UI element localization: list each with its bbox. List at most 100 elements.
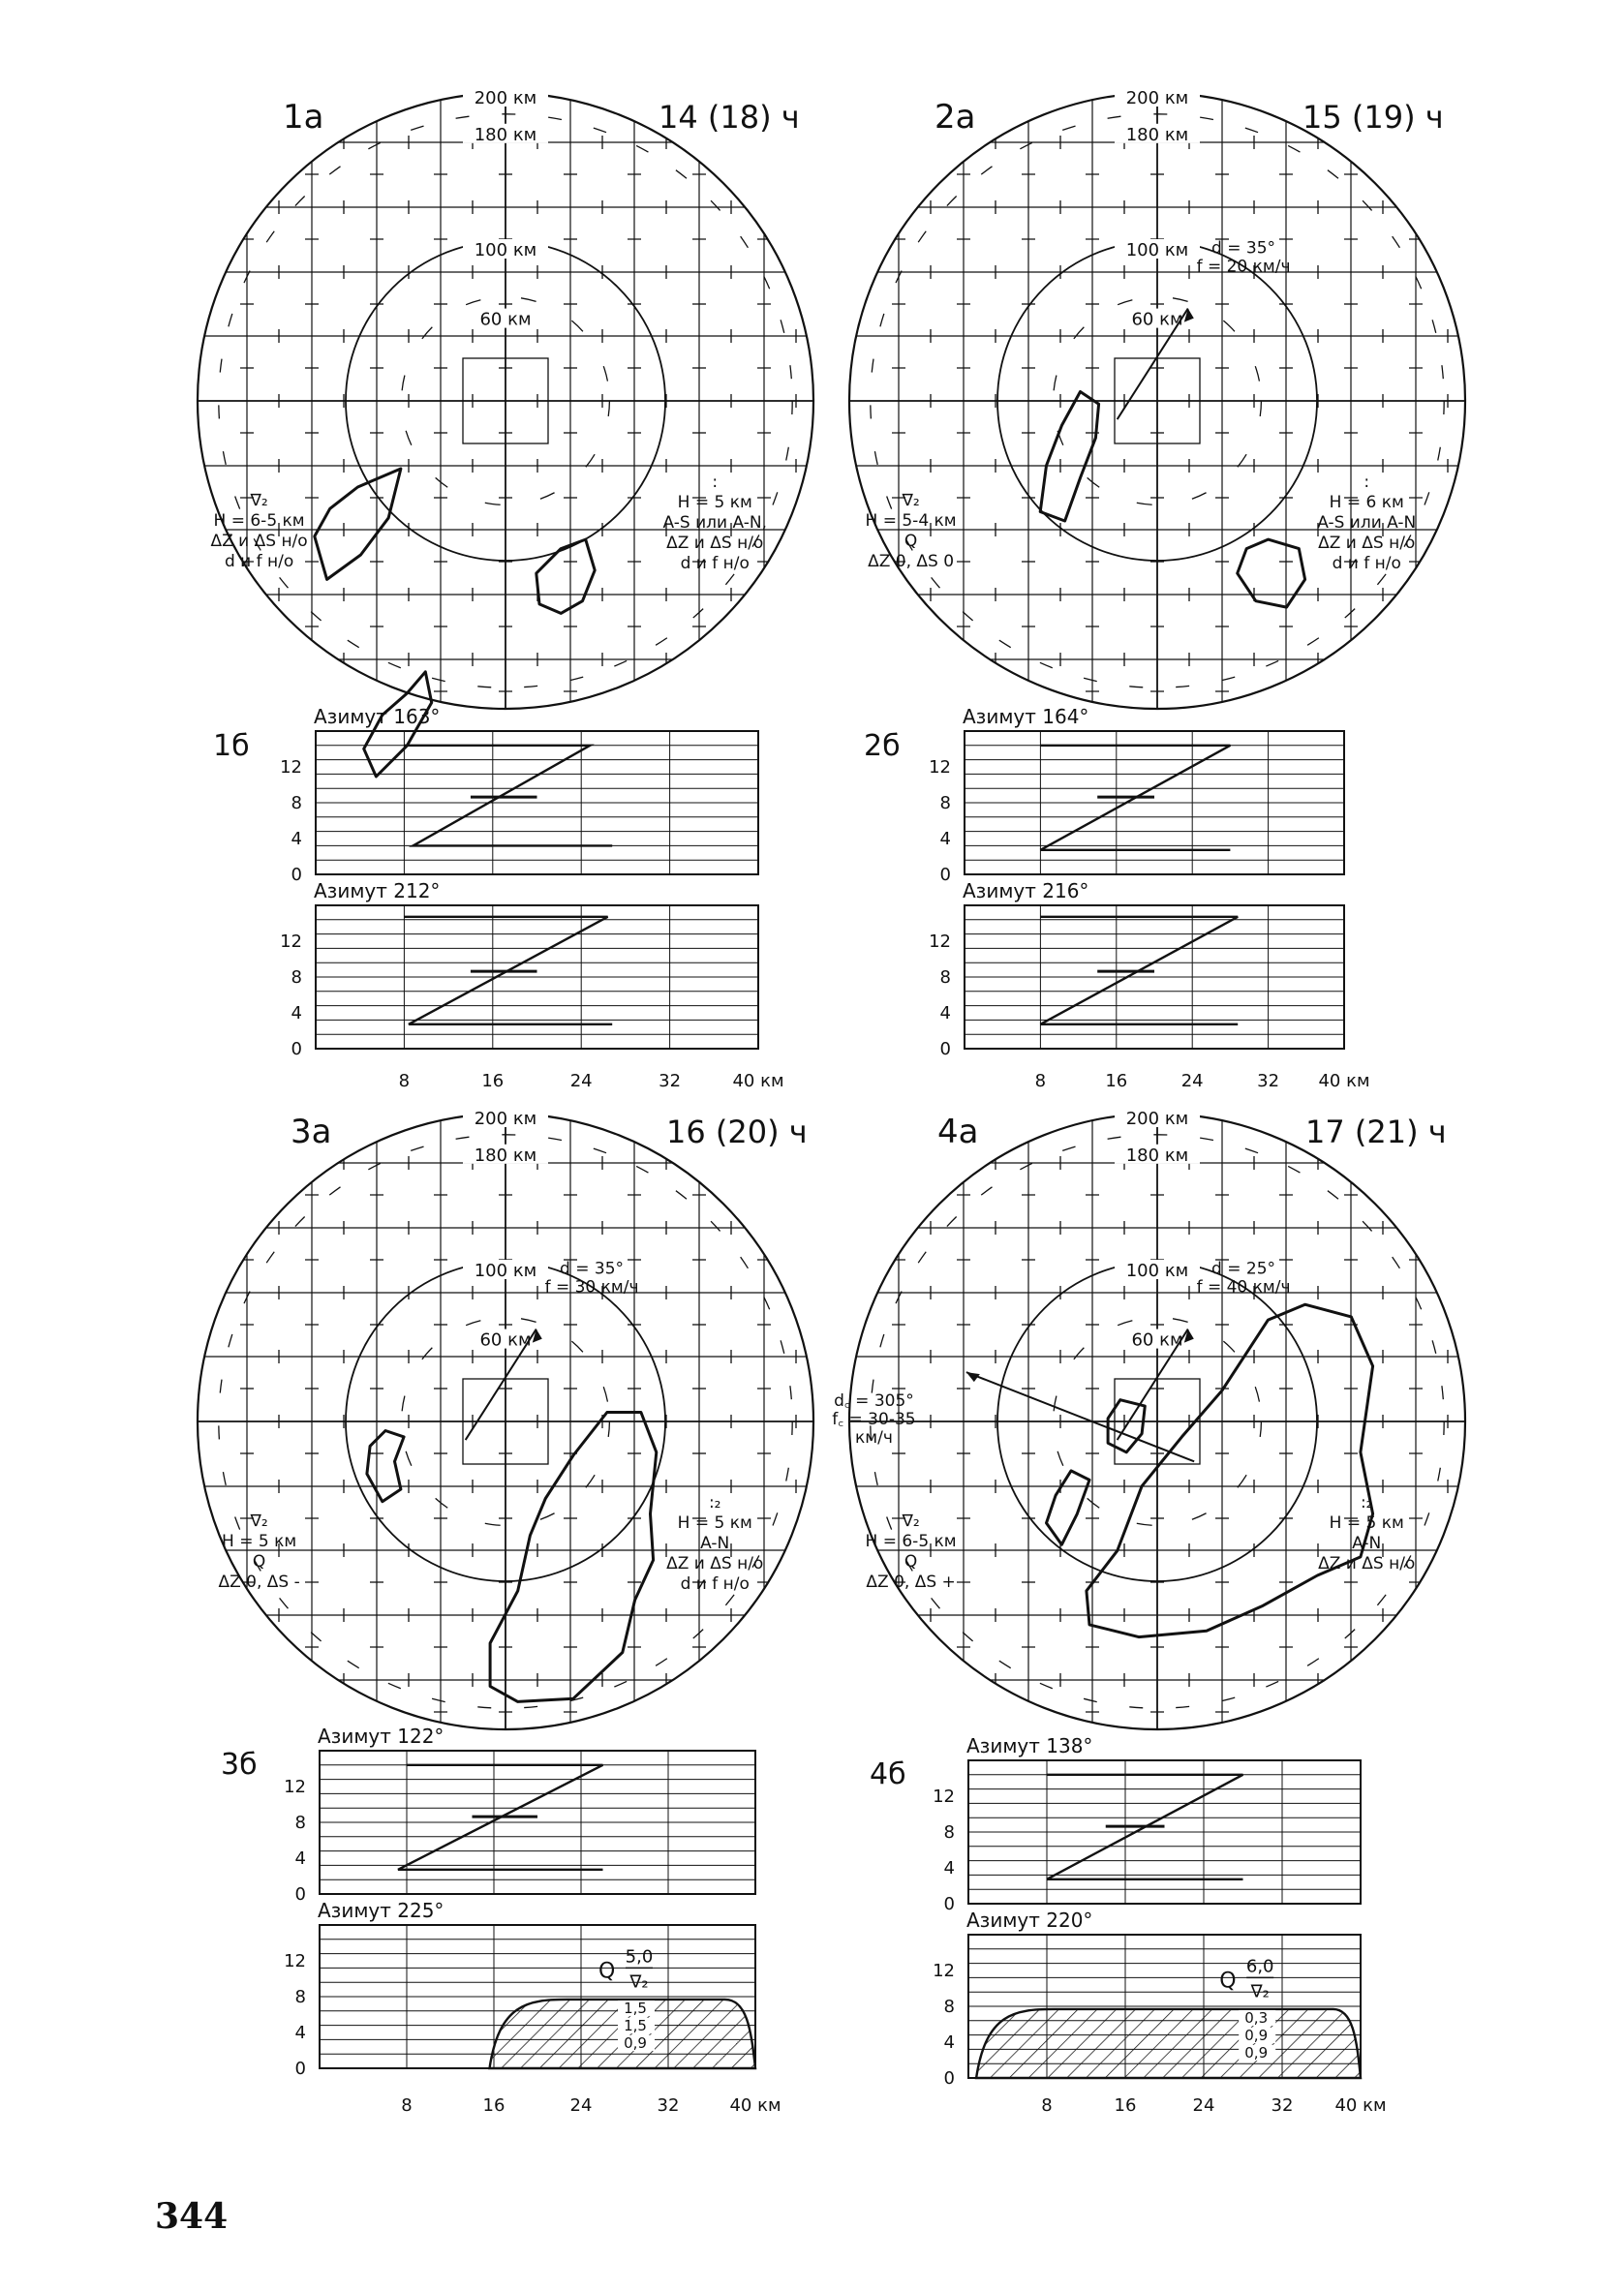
motion-vector xyxy=(1116,1329,1189,1441)
section-label-4: 4б xyxy=(870,1757,906,1791)
echo-contour xyxy=(365,1429,406,1504)
annotation: ΔZ и ΔS н/о xyxy=(210,532,307,551)
small-value: 0,9 xyxy=(624,2034,647,2052)
fraction-numerator: 6,0 xyxy=(1246,1956,1274,1976)
y-tick-label: 8 xyxy=(291,793,302,813)
x-tick-label: 24 xyxy=(1181,1071,1204,1091)
annotation: ΔZ и ΔS н/о xyxy=(666,1554,763,1573)
small-value: 0,9 xyxy=(1244,2027,1268,2044)
ring-label: 100 км xyxy=(1126,240,1189,260)
small-value-bg xyxy=(1239,2027,1276,2043)
echo-contour xyxy=(1236,537,1307,609)
annotation: A-S или A-N xyxy=(1317,513,1416,533)
annotation: d = 35° xyxy=(560,1259,624,1278)
y-tick-label: 0 xyxy=(295,2059,306,2079)
y-tick-label: 4 xyxy=(940,829,951,849)
annotation: H = 5 км xyxy=(222,1532,296,1551)
x-tick-label: 24 xyxy=(570,1071,593,1091)
annotation: ∇₂ xyxy=(250,491,268,510)
annotation: f꜀ = 30-35 xyxy=(832,1410,915,1429)
annotation: Q xyxy=(904,1552,917,1572)
fraction-prefix: Q xyxy=(1219,1969,1236,1993)
azimuth-label: Азимут 212° xyxy=(314,879,440,902)
azimuth-label: Азимут 138° xyxy=(966,1734,1092,1757)
annotation: f = 30 км/ч xyxy=(545,1277,639,1297)
annotation: : xyxy=(1364,473,1369,492)
y-tick-label: 8 xyxy=(944,1997,955,2017)
scope-label-3: 3а xyxy=(291,1113,331,1151)
annotation: ΔZ 0, ΔS - xyxy=(218,1573,299,1592)
fraction-denominator: ∇₂ xyxy=(628,1971,648,1992)
x-tick-label: 8 xyxy=(401,2095,412,2116)
annotation: H = 6-5 км xyxy=(866,1532,957,1551)
azimuth-label: Азимут 164° xyxy=(963,705,1088,728)
scope-grid xyxy=(849,93,1465,709)
annotation: : xyxy=(712,473,718,492)
y-tick-label: 8 xyxy=(295,1813,306,1833)
echo-contour xyxy=(1085,1302,1375,1639)
x-tick-label: 8 xyxy=(1041,2095,1052,2116)
ring-label-bg xyxy=(1115,1108,1200,1127)
y-tick-label: 4 xyxy=(944,1858,955,1879)
small-value: 1,5 xyxy=(624,2017,647,2034)
x-tick-label: 40 км xyxy=(732,1071,783,1091)
echo-contour xyxy=(1045,1469,1091,1546)
annotation: км/ч xyxy=(855,1428,893,1448)
annotation: ΔZ 0, ΔS + xyxy=(866,1573,955,1592)
ring-label: 180 км xyxy=(1126,1146,1189,1166)
fraction-denominator: ∇₂ xyxy=(1250,1981,1270,2001)
ring-label: 180 км xyxy=(475,125,537,145)
annotation: H = 5-4 км xyxy=(866,511,957,531)
annotation: H = 5 км xyxy=(1330,1513,1404,1533)
ring-label-bg xyxy=(463,123,548,143)
annotation: ΔZ и ΔS н/о xyxy=(1318,1554,1415,1573)
ring-label-bg xyxy=(1115,1144,1200,1164)
ring-label: 180 км xyxy=(475,1146,537,1166)
annotation: A-S или A-N, xyxy=(663,513,767,533)
scope-grid xyxy=(198,93,813,709)
scope-label-1: 1а xyxy=(283,98,323,137)
ring-label: 200 км xyxy=(1126,88,1189,108)
annotation: H = 5 км xyxy=(678,493,752,512)
ring-label: 200 км xyxy=(1126,1109,1189,1129)
azimuth-label: Азимут 122° xyxy=(318,1725,444,1748)
y-tick-label: 0 xyxy=(291,1039,302,1059)
scope-label-2: 2а xyxy=(935,98,975,137)
annotation: Q xyxy=(253,1552,265,1572)
y-tick-label: 8 xyxy=(944,1822,955,1843)
x-tick-label: 16 xyxy=(483,2095,506,2116)
annotation: f = 40 км/ч xyxy=(1197,1277,1291,1297)
y-tick-label: 0 xyxy=(291,865,302,885)
small-value-bg xyxy=(1239,2044,1276,2061)
ring-label: 100 км xyxy=(475,1261,537,1281)
annotation: A-N xyxy=(700,1534,729,1553)
ring-label: 200 км xyxy=(475,1109,537,1129)
hatched-layer xyxy=(974,2007,1363,2080)
ring-label: 60 км xyxy=(1131,1330,1182,1351)
section-label-2: 2б xyxy=(864,729,901,763)
ring-label: 60 км xyxy=(479,310,531,330)
ring-label: 100 км xyxy=(1126,1261,1189,1281)
ring-label-bg xyxy=(463,308,548,328)
x-tick-label: 16 xyxy=(481,1071,504,1091)
time-label-3: 16 (20) ч xyxy=(666,1114,808,1150)
y-tick-label: 4 xyxy=(944,2032,955,2053)
section-label-3: 3б xyxy=(221,1748,258,1782)
annotation: H = 6 км xyxy=(1330,493,1404,512)
x-tick-label: 32 xyxy=(1272,2095,1294,2116)
azimuth-label: Азимут 216° xyxy=(963,879,1088,902)
x-tick-label: 16 xyxy=(1105,1071,1127,1091)
time-label-4: 17 (21) ч xyxy=(1305,1114,1447,1150)
fraction-numerator: 5,0 xyxy=(626,1946,654,1967)
annotation: ΔZ и ΔS н/о xyxy=(1318,534,1415,553)
azimuth-label: Азимут 220° xyxy=(966,1909,1092,1932)
y-tick-label: 4 xyxy=(291,829,302,849)
annotation: ∇₂ xyxy=(902,491,920,510)
motion-vector-2 xyxy=(965,1371,1195,1463)
